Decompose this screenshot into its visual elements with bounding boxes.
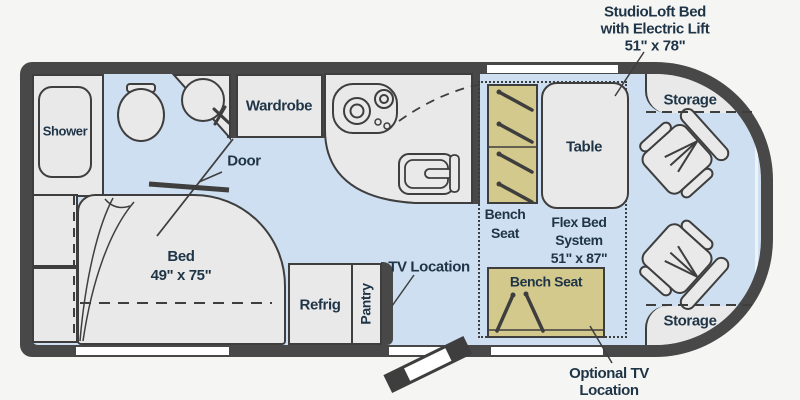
- window-bottom-right: [491, 347, 603, 355]
- entry-door-opening: [389, 347, 455, 355]
- wardrobe-cabinet: [236, 74, 323, 138]
- bedroom-cabinet-top: [32, 194, 78, 267]
- pantry-label: Pantry: [357, 283, 374, 325]
- storage-area-rear-top: [645, 74, 761, 113]
- storage-top-label: Storage: [663, 91, 717, 109]
- bedroom-cabinet-bottom: [32, 267, 78, 343]
- studioloft-line1: StudioLoft Bed: [604, 3, 706, 21]
- flex-line3: 51" x 87": [550, 250, 608, 266]
- wall-wardrobe-left: [227, 74, 236, 138]
- bench-front-line2: Seat: [491, 225, 519, 241]
- refrigerator: [288, 263, 353, 345]
- bed-title: Bed: [167, 248, 195, 265]
- flex-line1: Flex Bed: [551, 214, 607, 230]
- bench-rear-label: Bench Seat: [509, 273, 583, 290]
- shower-stall: [38, 86, 92, 178]
- shower-label: Shower: [42, 123, 88, 139]
- studioloft-annotation: StudioLoft Bed with Electric Lift 51" x …: [601, 4, 710, 55]
- rear-wall-lining: [737, 111, 758, 308]
- table-label: Table: [565, 138, 603, 156]
- pantry-cabinet: [351, 263, 382, 345]
- optional-tv-annotation: Optional TV Location: [569, 365, 649, 399]
- bench-front-line1: Bench: [484, 206, 526, 222]
- storage-bottom-label: Storage: [663, 312, 717, 330]
- studioloft-line2: with Electric Lift: [600, 20, 710, 38]
- wall-wardrobe-right: [322, 74, 329, 138]
- tv-location-label: TV Location: [388, 258, 470, 276]
- wardrobe-label: Wardrobe: [245, 97, 313, 115]
- bed-dims: 49" x 75": [150, 267, 212, 284]
- toilet-icon: [117, 88, 165, 142]
- optional-tv-line2: Location: [579, 382, 639, 399]
- door-label: Door: [227, 152, 261, 170]
- window-bottom-left: [76, 347, 229, 355]
- storage-area-rear-bottom: [645, 306, 761, 345]
- refrig-label: Refrig: [299, 296, 341, 314]
- wall-kitchen-right: [472, 74, 480, 204]
- window-top: [487, 65, 618, 73]
- bench-front-label: Bench Seat: [485, 205, 526, 243]
- flex-line2: System: [555, 232, 603, 248]
- wall-pantry-end: [381, 262, 393, 345]
- bed-label: Bed 49" x 75": [151, 247, 212, 285]
- bench-seat-front: [487, 84, 538, 204]
- optional-tv-line1: Optional TV: [569, 365, 649, 382]
- studioloft-line3: 51" x 78": [624, 37, 686, 55]
- dinette-table: [541, 82, 629, 209]
- flex-bed-label: Flex Bed System 51" x 87": [550, 213, 608, 267]
